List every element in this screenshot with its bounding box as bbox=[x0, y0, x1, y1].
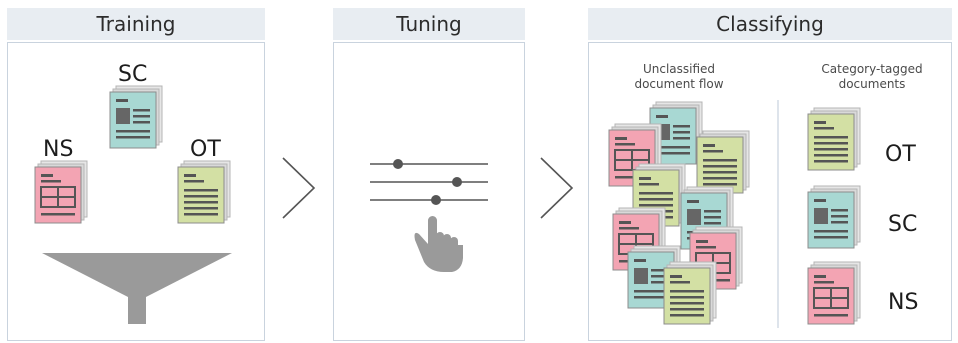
tagged-label-ns: NS bbox=[888, 290, 919, 315]
tagged-doc-sc bbox=[807, 185, 861, 249]
unclassified-docs bbox=[608, 101, 750, 325]
sliders-icon bbox=[370, 159, 488, 205]
tuning-header: Tuning bbox=[333, 8, 525, 40]
doc-icon-ns bbox=[34, 160, 88, 224]
classifying-title: Classifying bbox=[716, 12, 824, 36]
label-ot: OT bbox=[190, 137, 221, 162]
tagged-label-ot: OT bbox=[885, 142, 916, 167]
training-title: Training bbox=[96, 12, 176, 36]
tuning-panel bbox=[333, 42, 525, 341]
tagged-label-sc: SC bbox=[888, 212, 918, 237]
label-sc: SC bbox=[118, 62, 148, 87]
unclassified-title: Unclassified document flow bbox=[634, 62, 724, 91]
tagged-title: Category-tagged documents bbox=[821, 62, 923, 91]
chevron-right-icon bbox=[540, 157, 574, 219]
chevron-right-icon bbox=[282, 157, 316, 219]
tagged-doc-ot bbox=[807, 107, 861, 171]
funnel-icon bbox=[42, 253, 232, 324]
training-header: Training bbox=[7, 8, 265, 40]
tagged-doc-ns bbox=[807, 261, 861, 325]
hand-pointer-icon bbox=[414, 216, 463, 272]
label-ns: NS bbox=[43, 137, 74, 162]
doc-icon-sc bbox=[109, 85, 163, 149]
tuning-title: Tuning bbox=[396, 12, 462, 36]
doc-icon-ot bbox=[177, 160, 231, 224]
classifying-header: Classifying bbox=[588, 8, 952, 40]
